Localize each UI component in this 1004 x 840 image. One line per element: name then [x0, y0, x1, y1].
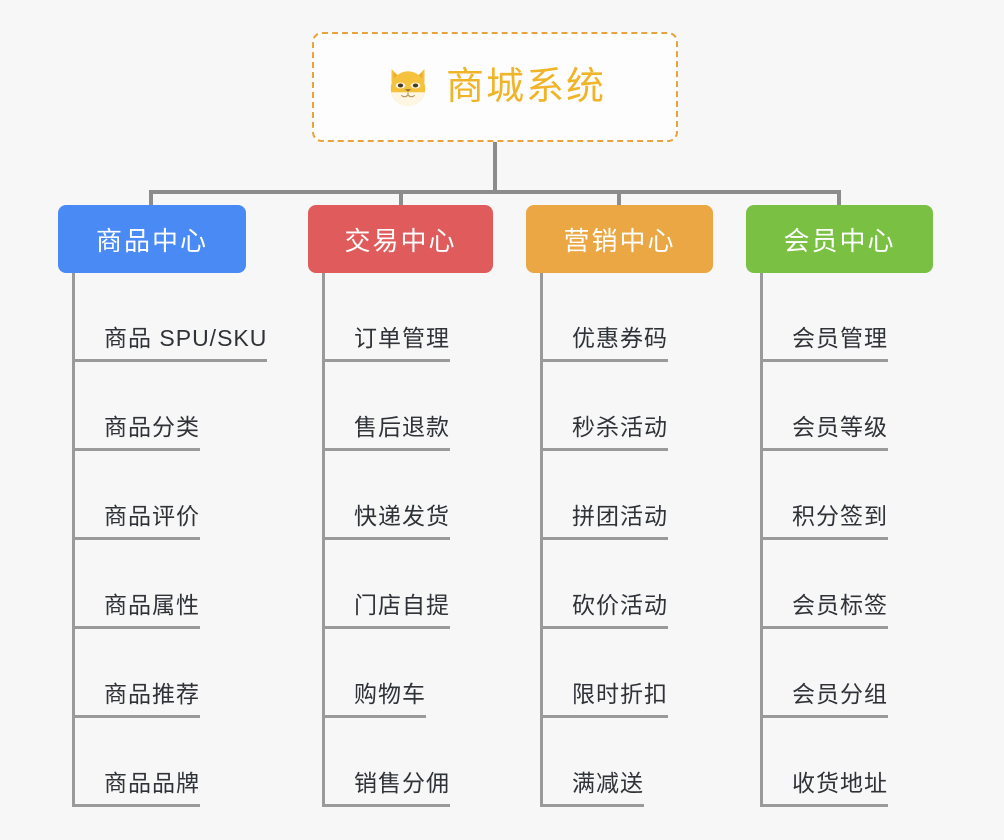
leaf-item[interactable]: 商品 SPU/SKU	[58, 273, 268, 362]
shiba-dog-face-icon	[390, 69, 426, 106]
connector-root-stem	[493, 142, 497, 192]
branch-column-2: 交易中心 订单管理 售后退款 快递发货 门店自提 购物车 销售分佣	[308, 205, 494, 807]
leaf-item[interactable]: 会员标签	[746, 540, 934, 629]
leaf-item[interactable]: 会员分组	[746, 629, 934, 718]
leaf-item[interactable]: 秒杀活动	[526, 362, 714, 451]
branch-column-1: 商品中心 商品 SPU/SKU 商品分类 商品评价 商品属性 商品推荐 商品品牌	[58, 205, 268, 807]
leaf-item-label: 商品推荐	[104, 683, 200, 718]
branch-column-4: 会员中心 会员管理 会员等级 积分签到 会员标签 会员分组 收货地址	[746, 205, 934, 807]
leaf-item[interactable]: 满减送	[526, 718, 714, 807]
leaf-item-label: 会员分组	[792, 683, 888, 718]
leaf-item[interactable]: 订单管理	[308, 273, 494, 362]
leaf-item-label: 会员标签	[792, 594, 888, 629]
leaf-item[interactable]: 销售分佣	[308, 718, 494, 807]
leaf-item-label: 满减送	[572, 772, 644, 807]
leaf-item[interactable]: 拼团活动	[526, 451, 714, 540]
category-header-2-label: 交易中心	[344, 225, 457, 256]
category-header-4-label: 会员中心	[783, 225, 896, 256]
connector-drop-4	[837, 190, 841, 210]
category-header-3-label: 营销中心	[563, 225, 676, 256]
leaf-rail-3	[540, 273, 543, 807]
leaf-item-label: 商品评价	[104, 505, 200, 540]
leaf-item-label: 售后退款	[354, 416, 450, 451]
leaf-rail-1	[72, 273, 75, 807]
leaf-item[interactable]: 会员等级	[746, 362, 934, 451]
leaf-item[interactable]: 限时折扣	[526, 629, 714, 718]
leaf-item[interactable]: 收货地址	[746, 718, 934, 807]
leaf-item[interactable]: 购物车	[308, 629, 494, 718]
connector-bus-bar	[149, 190, 841, 194]
category-header-1[interactable]: 商品中心	[58, 205, 246, 273]
leaf-item-label: 限时折扣	[572, 683, 668, 718]
leaf-item-label: 商品属性	[104, 594, 200, 629]
leaf-item-label: 购物车	[354, 683, 426, 718]
leaf-item-label: 秒杀活动	[572, 416, 668, 451]
leaf-rail-2	[322, 273, 325, 807]
root-node-title: 商城系统	[445, 66, 606, 108]
leaf-rail-4	[760, 273, 763, 807]
leaf-item-label: 会员等级	[792, 416, 888, 451]
leaf-item[interactable]: 砍价活动	[526, 540, 714, 629]
leaf-item[interactable]: 门店自提	[308, 540, 494, 629]
leaf-item-label: 快递发货	[354, 505, 450, 540]
category-header-2[interactable]: 交易中心	[308, 205, 493, 273]
connector-drop-1	[149, 190, 153, 210]
leaf-list-4: 会员管理 会员等级 积分签到 会员标签 会员分组 收货地址	[746, 273, 934, 807]
leaf-item-label: 门店自提	[354, 594, 450, 629]
leaf-item[interactable]: 积分签到	[746, 451, 934, 540]
connector-drop-3	[617, 190, 621, 210]
leaf-item-label: 积分签到	[792, 505, 888, 540]
leaf-list-3: 优惠券码 秒杀活动 拼团活动 砍价活动 限时折扣 满减送	[526, 273, 714, 807]
leaf-item-label: 销售分佣	[354, 772, 450, 807]
branch-column-3: 营销中心 优惠券码 秒杀活动 拼团活动 砍价活动 限时折扣 满减送	[526, 205, 714, 807]
leaf-item[interactable]: 商品评价	[58, 451, 248, 540]
leaf-item[interactable]: 优惠券码	[526, 273, 714, 362]
leaf-item[interactable]: 商品品牌	[58, 718, 248, 807]
connector-drop-2	[399, 190, 403, 210]
root-node-shopping-mall-system[interactable]: 商城系统	[312, 32, 678, 142]
leaf-item[interactable]: 售后退款	[308, 362, 494, 451]
leaf-item-label: 商品分类	[104, 416, 200, 451]
leaf-item-label: 拼团活动	[572, 505, 668, 540]
leaf-item[interactable]: 商品属性	[58, 540, 248, 629]
leaf-item[interactable]: 快递发货	[308, 451, 494, 540]
leaf-item-label: 订单管理	[354, 327, 450, 362]
leaf-list-1: 商品 SPU/SKU 商品分类 商品评价 商品属性 商品推荐 商品品牌	[58, 273, 268, 807]
category-header-1-label: 商品中心	[95, 225, 208, 256]
leaf-item-label: 商品 SPU/SKU	[104, 327, 268, 362]
leaf-item-label: 优惠券码	[572, 327, 668, 362]
leaf-item-label: 收货地址	[792, 772, 888, 807]
leaf-item-label: 会员管理	[792, 327, 888, 362]
category-header-4[interactable]: 会员中心	[746, 205, 933, 273]
leaf-item[interactable]: 商品分类	[58, 362, 248, 451]
leaf-list-2: 订单管理 售后退款 快递发货 门店自提 购物车 销售分佣	[308, 273, 494, 807]
leaf-item-label: 砍价活动	[572, 594, 668, 629]
category-header-3[interactable]: 营销中心	[526, 205, 713, 273]
leaf-item[interactable]: 会员管理	[746, 273, 934, 362]
leaf-item[interactable]: 商品推荐	[58, 629, 248, 718]
leaf-item-label: 商品品牌	[104, 772, 200, 807]
